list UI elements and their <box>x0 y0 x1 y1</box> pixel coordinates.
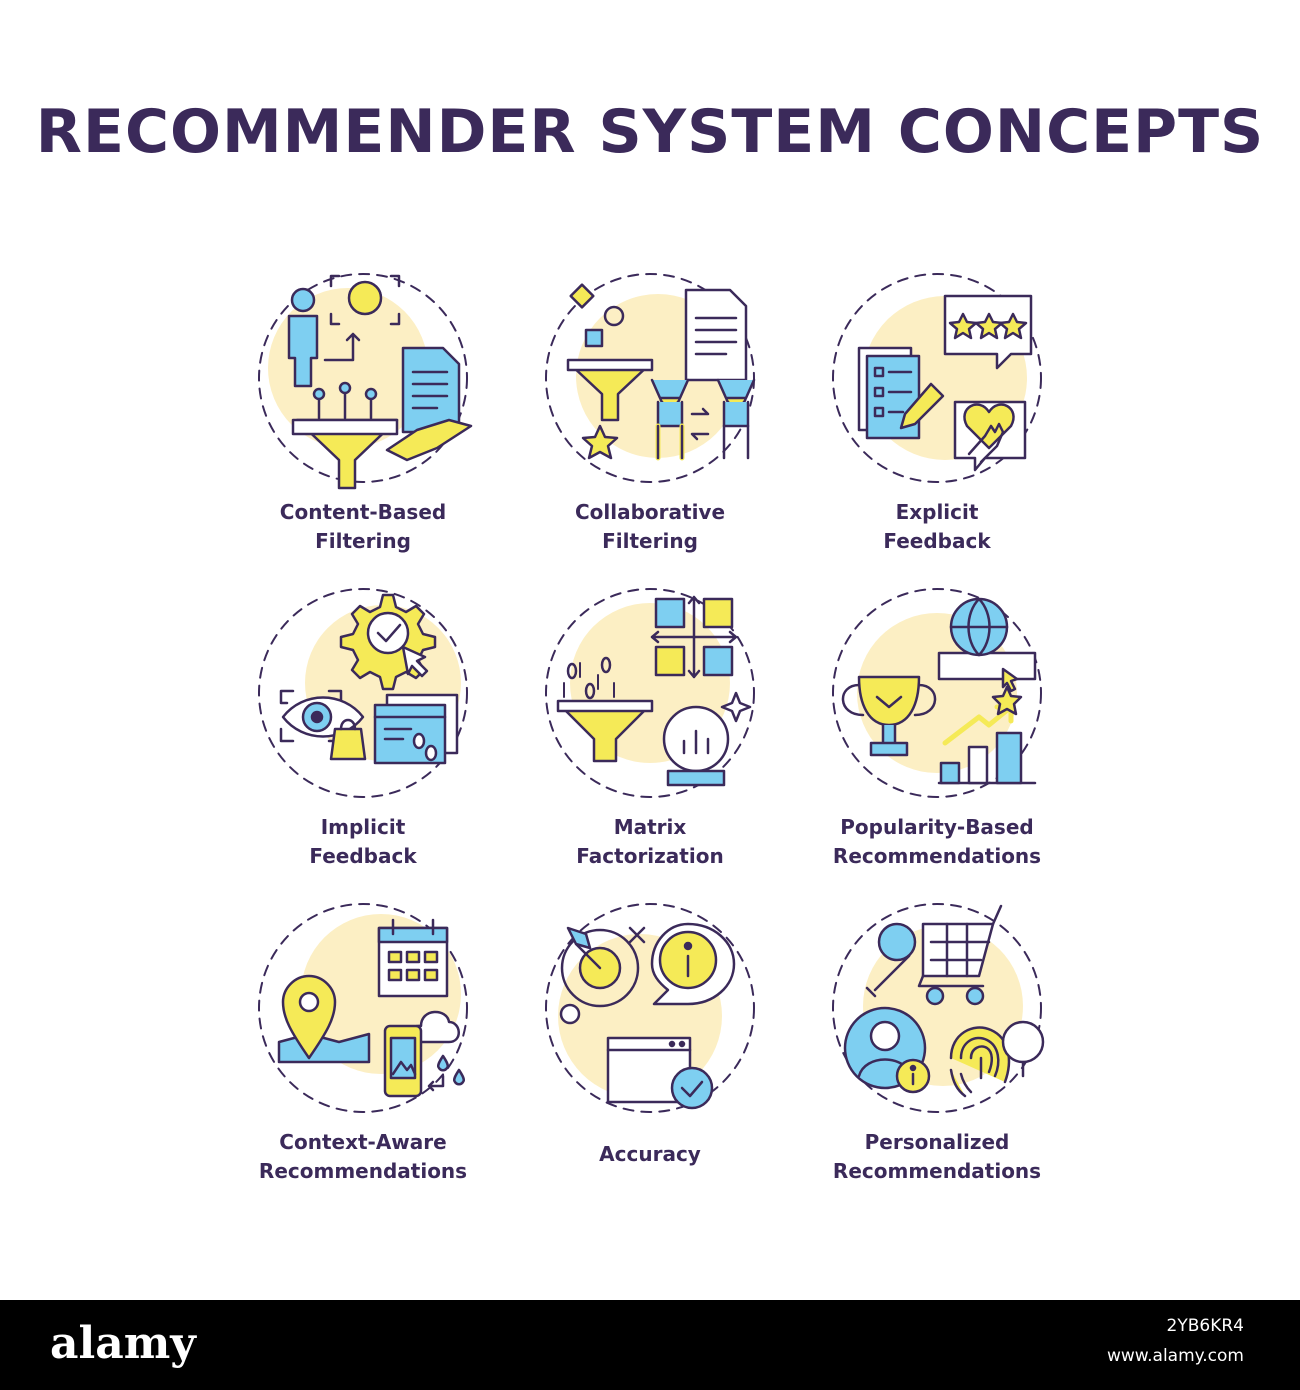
page-title: RECOMMENDER SYSTEM CONCEPTS <box>35 97 1265 167</box>
eye-tracking-icon <box>258 588 468 798</box>
collaborative-icon <box>545 273 756 483</box>
content-filter-icon <box>258 273 473 490</box>
footer-bar <box>0 1300 1300 1390</box>
image-id: 2YB6KR4 <box>1166 1316 1244 1336</box>
matrix-icon <box>545 588 755 798</box>
fingerprint-icon <box>832 903 1045 1113</box>
concept-label: Accuracy <box>599 1142 701 1166</box>
rating-icon <box>832 273 1042 483</box>
brand-logo: alamy <box>50 1318 196 1369</box>
trophy-icon <box>832 588 1042 798</box>
location-icon <box>258 903 468 1113</box>
site-url: www.alamy.com <box>1106 1346 1244 1366</box>
concept-tile-accuracy: Accuracy <box>520 898 780 1198</box>
target-icon <box>545 903 755 1113</box>
